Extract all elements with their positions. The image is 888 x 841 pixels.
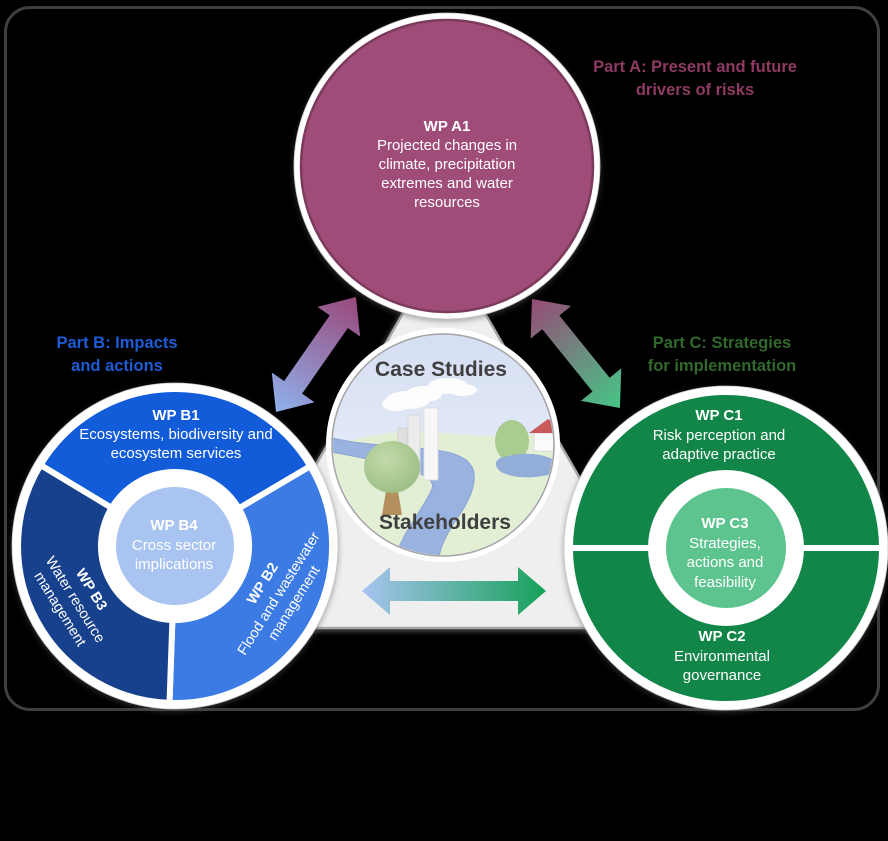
wp-c3-text: WP C3 Strategies, actions and feasibilit… [655,514,795,592]
wp-c3-circle [666,488,786,608]
wp-c3-line: actions and [686,554,764,571]
wp-c1-line: Risk perception and [652,426,786,444]
wp-a1-code: WP A1 [423,118,471,135]
wp-b1-text: WP B1 Ecosystems, biodiversity and ecosy… [66,406,286,463]
wp-a1-line: Projected changes in [376,137,518,154]
wp-b2-segment [166,463,336,706]
wp-c2-text: WP C2 Environmental governance [612,627,832,686]
wp-a1-circle [299,18,595,314]
wp-c2-line: governance [682,667,762,684]
part-c-label-line1: Part C: Strategies [652,334,792,352]
arrow-b-c [362,567,546,615]
part-a-label-line2: drivers of risks [635,81,755,99]
wp-c1-code: WP C1 [695,407,743,424]
wp-c2-line: Environmental [674,647,770,665]
part-b-label-line1: Part B: Impacts [56,334,178,352]
wp-b1-code: WP B1 [152,407,200,424]
part-c-label-line2: for implementation [647,357,797,375]
wp-c1-text: WP C1 Risk perception and adaptive pract… [609,406,829,465]
part-a-label: Part A: Present and future drivers of ri… [563,56,827,102]
wp-c2-code: WP C2 [698,628,746,645]
wp-b1-line: ecosystem services [110,445,242,462]
landscape-house [529,419,553,452]
part-b-label: Part B: Impacts and actions [17,332,217,378]
wp-a1-line: climate, precipitation [378,156,516,173]
wp-a1-line: extremes and water [381,175,513,192]
wp-b4-text: WP B4 Cross sector implications [104,516,244,575]
wp-c2-segment [567,545,885,707]
stakeholders-label: Stakeholders [379,511,511,534]
wp-a1-line: resources [414,194,480,211]
wp-b4-line: Cross sector [131,536,217,554]
landscape-illustration [333,378,553,555]
wp-c3-code: WP C3 [701,515,749,532]
wp-c1-line: adaptive practice [662,446,776,463]
landscape-big-tree [364,441,420,515]
figure-frame [4,6,880,711]
wp-b1-line: Ecosystems, biodiversity and [79,426,273,443]
case-studies-label: Case Studies [375,358,507,381]
wp-c3-line: feasibility [694,573,756,591]
wp-b3-segment [15,462,176,706]
wp-b1-segment [37,385,314,512]
wp-b4-circle [116,487,234,605]
arrow-a-c [530,299,622,408]
wp-c1-segment [567,389,885,551]
wp-c3-line: Strategies, [689,534,761,552]
arrow-a-b [271,297,361,412]
landscape-clouds [382,378,477,411]
part-c-label: Part C: Strategies for implementation [602,332,842,378]
part-a-label-line1: Part A: Present and future [593,58,797,76]
wp-a1-text: WP A1 Projected changes in climate, prec… [337,117,557,212]
wp-b4-code: WP B4 [150,517,198,534]
wp-b4-line: implications [134,556,214,573]
part-b-label-line2: and actions [71,357,163,375]
landscape-pond [495,453,553,478]
